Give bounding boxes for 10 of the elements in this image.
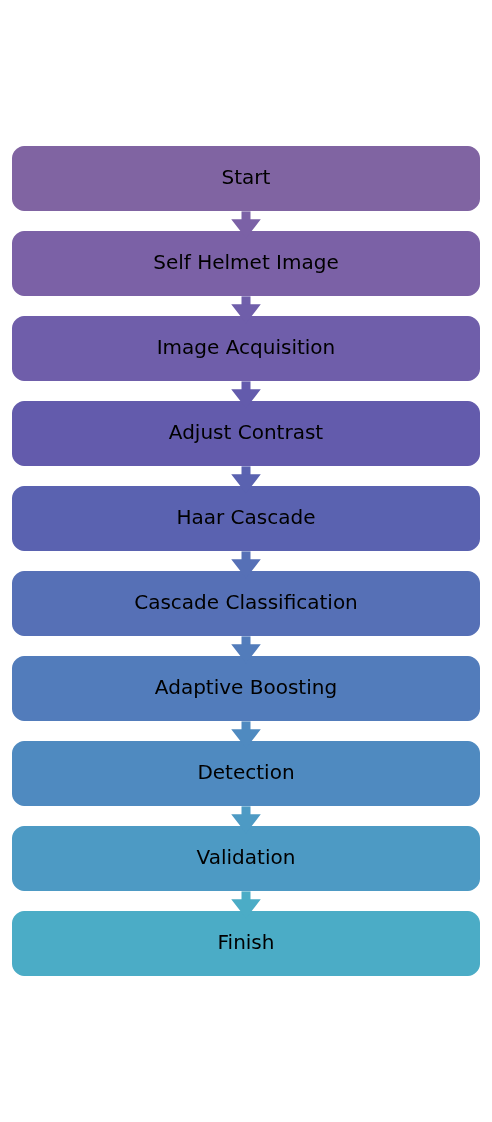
node-box: Self Helmet Image <box>12 231 480 296</box>
node-box: Haar Cascade <box>12 486 480 551</box>
node-box: Cascade Classification <box>12 571 480 636</box>
node-box: Image Acquisition <box>12 316 480 381</box>
node-box: Adjust Contrast <box>12 401 480 466</box>
node-box: Finish <box>12 911 480 976</box>
node-box: Validation <box>12 826 480 891</box>
node-box: Start <box>12 146 480 211</box>
node-box: Detection <box>12 741 480 806</box>
node-box: Adaptive Boosting <box>12 656 480 721</box>
